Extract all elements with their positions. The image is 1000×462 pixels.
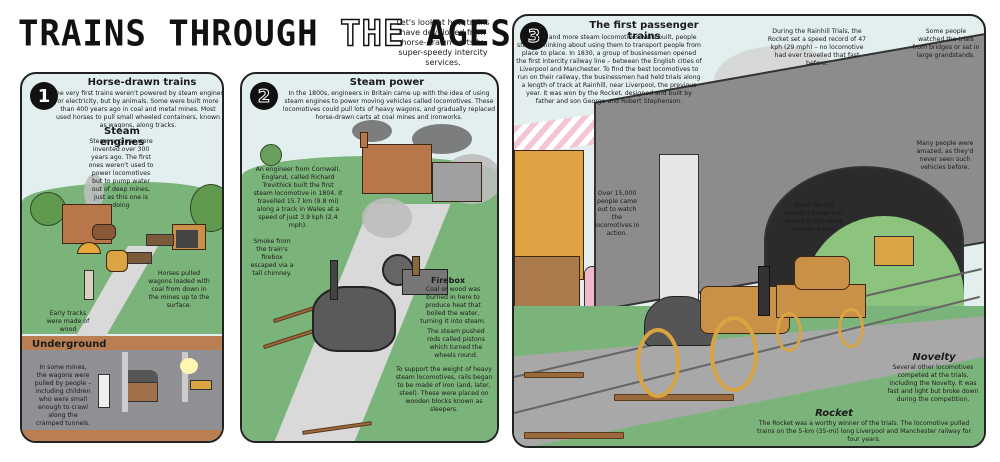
caption-steam-engines: Steam engines were invented over 300 yea…: [88, 138, 154, 209]
panel-title: Steam power: [349, 77, 425, 88]
panel-horse-drawn-trains: 1 Horse-drawn trains The very first trai…: [20, 72, 224, 443]
section-title-firebox: Firebox: [431, 276, 465, 285]
tree-illustration: [260, 144, 282, 166]
panel-intro: The very first trains weren't powered by…: [52, 90, 224, 129]
section-title-rocket: Rocket: [815, 408, 853, 419]
factory-chimney: [360, 132, 368, 148]
intro-text: Let's look at how trains have developed …: [396, 18, 490, 67]
driver-figure: [758, 266, 770, 316]
caption-water-barrel: Water for the Rocket's boiler was stored…: [784, 202, 844, 233]
tree-illustration: [30, 192, 66, 226]
sleeper: [524, 432, 624, 439]
ironworks-illustration: [362, 144, 432, 194]
coal-wagon-illustration: [126, 252, 152, 264]
support-beam: [182, 352, 188, 402]
miner-pushing-figure: [98, 374, 110, 408]
mine-tunnel: [176, 230, 198, 248]
rocket-rear-wheel: [710, 316, 758, 392]
sleeper: [524, 372, 584, 378]
caption-trevithick: An engineer from Cornwall, England, call…: [253, 166, 343, 229]
coal-wagon-illustration: [146, 234, 174, 246]
title-word-the: THE: [339, 12, 426, 56]
panel-steam-power: 2 Steam power In the 1800s, engineers in…: [240, 72, 499, 443]
rocket-chimney: [659, 154, 699, 314]
tender-wheel: [838, 308, 864, 348]
caption-rocket: The Rocket was a worthy winner of the tr…: [757, 420, 971, 443]
support-beam: [122, 352, 128, 412]
caption-early-tracks: Early tracks were made of wood: [46, 310, 90, 333]
caption-people-amazed: Many people were amazed, as they'd never…: [916, 140, 974, 171]
section-title-novelty: Novelty: [912, 352, 956, 363]
pack-horse-illustration: [92, 224, 116, 240]
panel-title: Horse-drawn trains: [87, 77, 197, 88]
caption-novelty: Several other locomotives competed at th…: [887, 364, 979, 403]
coal-load: [122, 370, 158, 382]
title-word-ages: AGES: [425, 13, 512, 55]
caption-15000-people: Over 15,000 people came out to watch the…: [594, 190, 640, 237]
driver-figure: [412, 256, 420, 276]
section-title-underground: Underground: [32, 339, 107, 350]
caption-underground: In some mines, the wagons were pulled by…: [34, 364, 92, 427]
panel-number-badge: 3: [520, 22, 548, 50]
section-title-steam-engines: Steam engines: [99, 126, 145, 148]
horse-illustration: [106, 250, 128, 272]
coal-wagon: [402, 269, 448, 295]
rocket-front-wheel: [636, 328, 680, 398]
panel-title: The first passenger trains: [589, 20, 699, 42]
panel-intro: In the 1800s, engineers in Britain came …: [282, 90, 496, 121]
locomotive-chimney: [330, 260, 338, 300]
caption-speed-record: During the Rainhill Trials, the Rocket s…: [767, 28, 867, 67]
caption-smoke-chimney: Smoke from the train's firebox escaped v…: [250, 238, 294, 277]
lantern-glow: [180, 358, 198, 374]
caption-iron-rails: To support the weight of heavy steam loc…: [395, 366, 493, 413]
tender-wheel: [776, 312, 802, 352]
panel-number-badge: 2: [250, 82, 278, 110]
caption-horses-pulled-wagons: Horses pulled wagons loaded with coal fr…: [148, 270, 210, 309]
caption-pistons: The steam pushed rods called pistons whi…: [427, 328, 485, 359]
title-word-through: THROUGH: [168, 13, 341, 55]
miner-figure: [84, 270, 94, 300]
title-word-trains: TRAINS: [18, 13, 169, 55]
ironworks-shed: [432, 162, 482, 202]
caption-firebox: Coal or wood was burned in here to produ…: [420, 286, 486, 325]
page-title: TRAINS THROUGH THE AGES: [18, 12, 512, 56]
panel-number-badge: 1: [30, 82, 58, 110]
sleeper: [614, 394, 734, 401]
locomotive-smoke: [362, 198, 412, 238]
water-barrel: [794, 256, 850, 290]
child-pulling-figure: [190, 380, 212, 390]
panel-intro: As more and more steam locomotives were …: [516, 34, 702, 105]
smoke-illustration: [84, 174, 104, 210]
caption-bridges-grandstands: Some people watched the trials from brid…: [912, 28, 980, 59]
novelty-locomotive-illustration: [874, 236, 914, 266]
panel-first-passenger-trains: 3 The first passenger trains As more and…: [512, 14, 986, 448]
factory-smoke: [352, 120, 392, 142]
trevithick-locomotive-boiler: [312, 286, 396, 352]
